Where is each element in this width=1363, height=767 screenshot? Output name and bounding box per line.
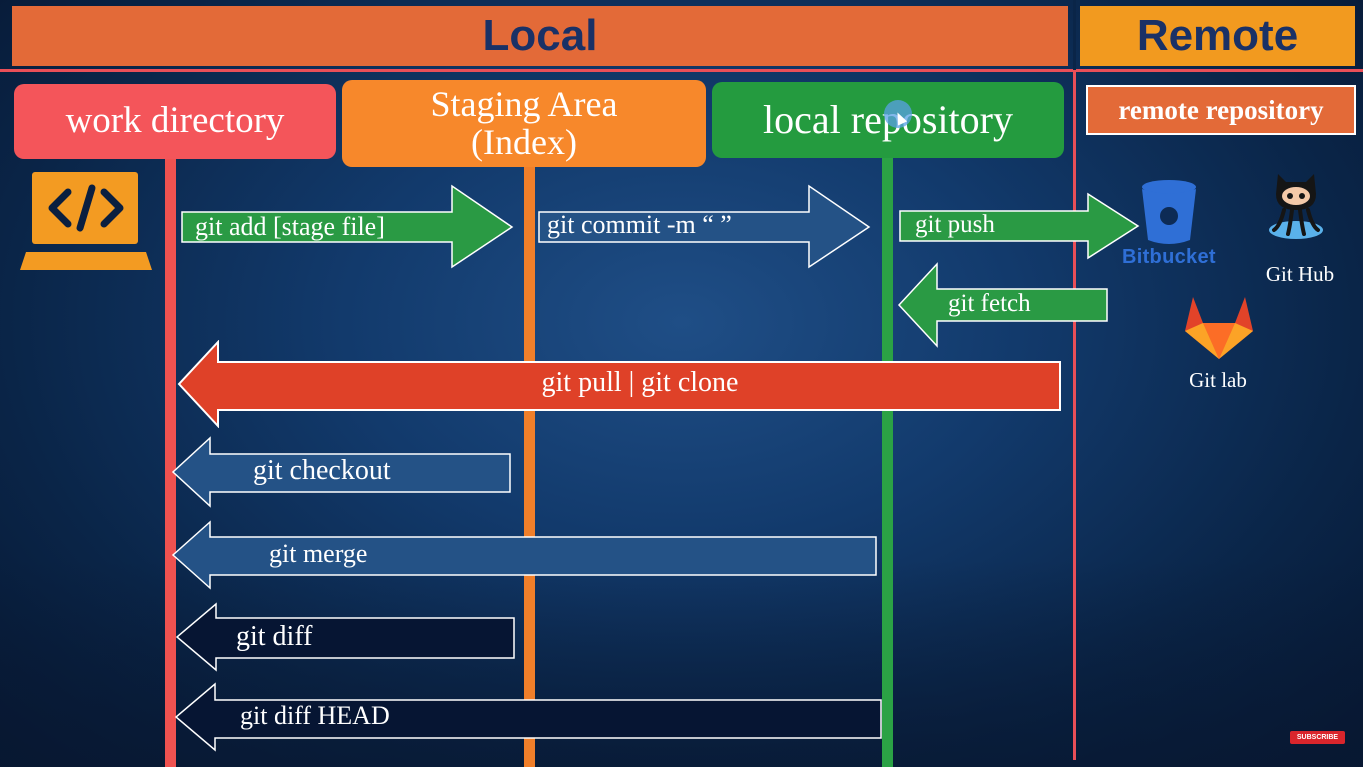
git-merge-label: git merge [269,539,368,568]
local-header: Local [12,6,1068,66]
git-push-label: git push [915,211,995,238]
staging-area-index-label: (Index) [471,121,577,162]
git-diff-arrow [175,602,515,672]
git-fetch-label: git fetch [948,290,1031,317]
git-checkout-label: git checkout [253,455,391,486]
git-commit-label: git commit -m “ ” [547,210,732,239]
staging-area-lifeline [524,150,535,767]
remote-header-label: Remote [1136,11,1299,60]
github-label: Git Hub [1265,262,1335,286]
local-remote-separator [1073,0,1076,760]
git-pull-clone-arrow [177,340,1061,428]
git-pull-clone-label: git pull | git clone [541,367,739,398]
git-diff-label: git diff [236,621,313,652]
code-laptop-icon [20,172,152,270]
remote-header: Remote [1080,6,1355,66]
local-header-label: Local [482,11,598,60]
git-push-arrow [899,192,1140,260]
work-directory-label: work directory [65,100,285,142]
gitlab-fox-icon [1185,297,1253,359]
git-fetch-arrow [897,262,1108,348]
git-checkout-arrow [171,436,511,508]
github-octocat-icon [1269,174,1323,239]
local-repository-lifeline [882,150,893,767]
remote-repository-box: remote repository [1086,85,1356,135]
subscribe-button[interactable]: SUBSCRIBE [1290,731,1345,744]
bitbucket-icon [1142,180,1196,244]
git-diff-head-label: git diff HEAD [240,701,390,730]
staging-area-label: Staging Area [430,83,618,124]
git-add-arrow [181,184,514,269]
subscribe-label: SUBSCRIBE [1296,734,1339,741]
work-directory-box: work directory [14,84,336,159]
git-commit-arrow [538,184,871,269]
cursor-highlight [884,100,912,128]
header-divider [0,69,1363,72]
git-merge-arrow [171,520,877,590]
staging-area-box: Staging Area (Index) [342,80,706,167]
git-diff-head-arrow [174,682,882,752]
remote-repository-label: remote repository [1118,94,1324,125]
bitbucket-label: Bitbucket [1122,246,1216,268]
git-add-label: git add [stage file] [195,212,385,241]
separator-gap [1073,0,1076,70]
work-directory-lifeline [165,150,176,767]
local-repository-box: local repository [712,82,1064,158]
gitlab-label: Git lab [1189,368,1247,392]
